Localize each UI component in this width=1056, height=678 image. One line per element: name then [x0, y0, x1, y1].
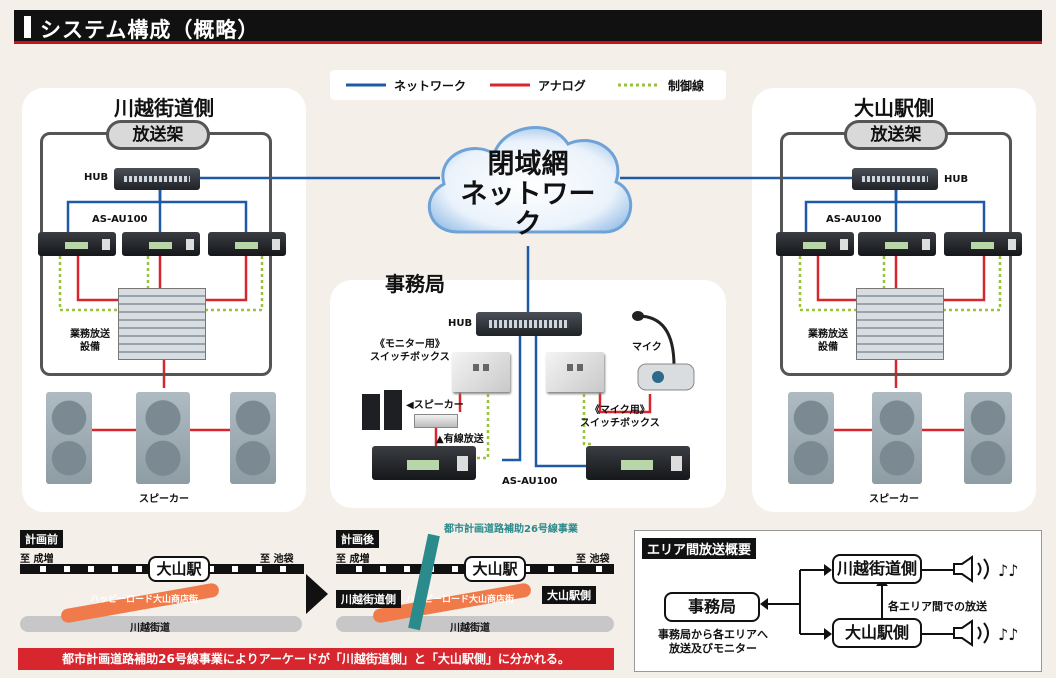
cloud-label: 閉域網 ネットワーク: [448, 150, 608, 240]
left-speaker-3: [230, 392, 276, 484]
cloud-line2: ネットワーク: [460, 179, 596, 240]
legend: ネットワーク アナログ 制御線: [330, 70, 726, 100]
right-au-2: [858, 232, 936, 256]
overview-office-desc: 事務局から各エリアへ 放送及びモニター: [658, 628, 768, 655]
left-equipment: [118, 288, 206, 360]
overview-arrows: [760, 564, 954, 640]
map-after-right-dir: 至 池袋: [576, 554, 610, 565]
overview-area2: 大山駅側: [832, 618, 922, 648]
office-au-label: AS-AU100: [502, 476, 558, 487]
left-rack-label: 放送架: [106, 120, 210, 150]
left-au-3: [208, 232, 286, 256]
right-au-label: AS-AU100: [826, 214, 882, 225]
left-speaker-2: [136, 392, 190, 484]
map-before-station: 大山駅: [148, 556, 210, 582]
title-mark: [24, 16, 31, 38]
office-speaker-left: [362, 394, 380, 430]
speaker-sound-icon: ♪♪: [953, 619, 1018, 647]
office-au-2: [586, 446, 690, 480]
office-mic-switch-label: 《マイク用》 スイッチボックス: [580, 405, 660, 429]
legend-control: 制御線: [668, 79, 705, 93]
office-mic-switch: [546, 352, 604, 392]
office-monitor-switch-label: 《モニター用》 スイッチボックス: [370, 339, 450, 363]
office-mic-label: マイク: [632, 342, 662, 353]
map-after-road-shape: [336, 616, 614, 632]
office-au-1: [372, 446, 476, 480]
right-hub: [852, 168, 938, 190]
right-speaker-label: スピーカー: [869, 494, 919, 505]
svg-text:♪♪: ♪♪: [998, 625, 1018, 644]
left-hub: [114, 168, 200, 190]
office-speaker-right: [384, 390, 402, 430]
map-after-left-side: 川越街道側: [336, 590, 401, 608]
office-hub: [476, 312, 582, 336]
map-after-right-side: 大山駅側: [542, 586, 596, 604]
map-before-arcade: ハッピーロード大山商店街: [90, 595, 199, 605]
arrow-right-icon: [306, 574, 328, 614]
left-au-1: [38, 232, 116, 256]
map-before-right-dir: 至 池袋: [260, 554, 294, 565]
right-equipment: [856, 288, 944, 360]
office-cable-label: ▲有線放送: [436, 434, 484, 445]
map-after-road: 川越街道: [450, 623, 490, 634]
overview-area1: 川越街道側: [832, 554, 922, 584]
legend-analog: アナログ: [538, 79, 586, 93]
right-au-3: [944, 232, 1022, 256]
cloud-line1: 閉域網: [487, 149, 569, 180]
office-monitor-switch: [452, 352, 510, 392]
office-speaker-label: ◀スピーカー: [406, 400, 464, 411]
map-after-arcade: ハッピーロード大山商店街: [406, 595, 515, 605]
map-after-left-dir: 至 成増: [336, 554, 370, 565]
left-equipment-label: 業務放送 設備: [70, 329, 110, 353]
right-speaker-3: [964, 392, 1012, 484]
right-rack-label: 放送架: [844, 120, 948, 150]
overview-between: 各エリア間での放送: [888, 600, 987, 613]
office-tuner: [414, 414, 458, 428]
overview-title: エリア間放送概要: [642, 538, 757, 559]
map-before-tag: 計画前: [20, 530, 63, 548]
map-before-left-dir: 至 成増: [20, 554, 54, 565]
mic-icon: [632, 311, 695, 391]
legend-network: ネットワーク: [394, 79, 467, 93]
left-au-2: [122, 232, 200, 256]
speaker-sound-icon: ♪♪: [953, 555, 1018, 583]
right-au-1: [776, 232, 854, 256]
left-hub-label: HUB: [84, 172, 109, 183]
map-after-tag: 計画後: [336, 530, 379, 548]
right-hub-label: HUB: [944, 174, 969, 185]
office-title: 事務局: [385, 272, 445, 296]
left-title: 川越街道側: [114, 96, 214, 120]
map-after-project: 都市計画道路補助26号線事業: [444, 524, 578, 535]
office-hub-label: HUB: [448, 318, 473, 329]
svg-text:♪♪: ♪♪: [998, 561, 1018, 580]
right-speaker-2: [872, 392, 922, 484]
left-speaker-1: [46, 392, 92, 484]
map-after-station: 大山駅: [464, 556, 526, 582]
cloud-shape: [427, 126, 633, 234]
map-before-road-shape: [20, 616, 302, 632]
overview-office: 事務局: [664, 592, 760, 622]
left-speaker-label: スピーカー: [139, 494, 189, 505]
right-title: 大山駅側: [854, 96, 934, 120]
left-au-label: AS-AU100: [92, 214, 148, 225]
right-speaker-1: [788, 392, 834, 484]
page-title: システム構成（概略）: [40, 18, 260, 42]
map-before-road: 川越街道: [130, 623, 170, 634]
note-banner: 都市計画道路補助26号線事業によりアーケードが「川越街道側」と「大山駅側」に分か…: [18, 648, 614, 670]
title-bar: システム構成（概略）: [14, 10, 1042, 44]
right-equipment-label: 業務放送 設備: [808, 329, 848, 353]
